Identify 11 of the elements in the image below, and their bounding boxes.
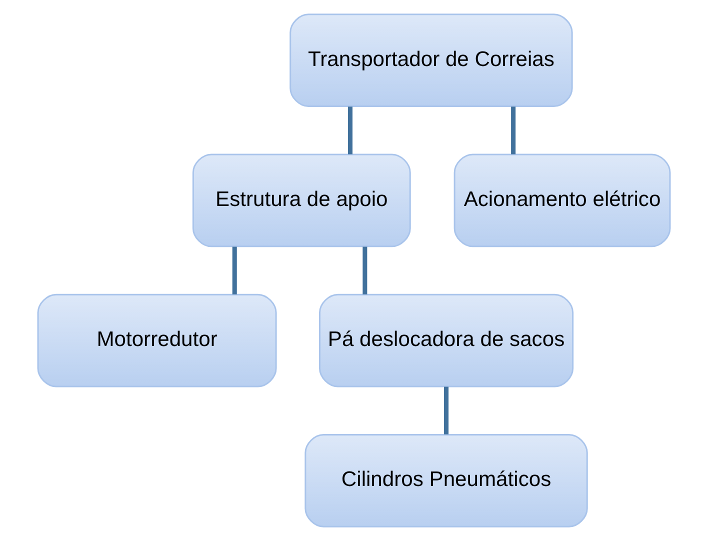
node-box: Motorredutor: [37, 294, 277, 388]
node-box: Acionamento elétrico: [454, 154, 671, 248]
node-box: Transportador de Correias: [290, 14, 573, 108]
connector: [362, 246, 368, 294]
node-box: Estrutura de apoio: [192, 154, 411, 248]
connector: [232, 246, 237, 294]
connector: [444, 386, 449, 434]
node-box: Cilindros Pneumáticos: [304, 434, 588, 528]
node-box: Pá deslocadora de sacos: [318, 294, 574, 388]
connector: [511, 106, 516, 154]
connector: [348, 106, 352, 154]
